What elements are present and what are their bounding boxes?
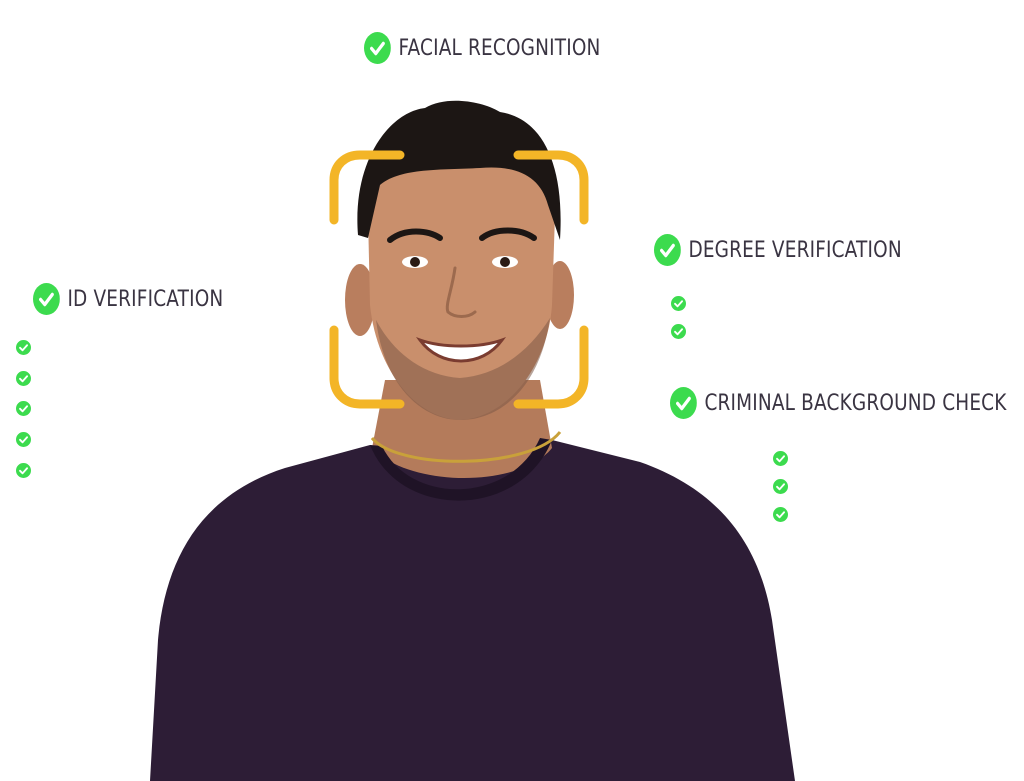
id-verification-heading: ID VERIFICATION (33, 283, 223, 315)
sweatshirt (150, 440, 795, 781)
check-circle-icon (654, 234, 681, 266)
check-circle-icon (364, 32, 391, 64)
frame-corner-top-left-icon (329, 150, 405, 225)
check-circle-icon (16, 463, 31, 478)
heading-label: FACIAL RECOGNITION (398, 35, 601, 61)
hair (357, 100, 561, 240)
eyebrow-right (479, 227, 537, 241)
frame-corner-bottom-right-icon (513, 325, 589, 409)
check-circle-icon (671, 296, 686, 311)
nose (445, 266, 477, 318)
frame-corner-bottom-left-icon (329, 325, 405, 409)
degree-verification-heading: DEGREE VERIFICATION (654, 234, 902, 266)
check-circle-icon (670, 387, 697, 419)
check-circle-icon (16, 432, 31, 447)
check-circle-icon (773, 479, 788, 494)
heading-label: DEGREE VERIFICATION (688, 237, 902, 263)
criminal-background-check-heading: CRIMINAL BACKGROUND CHECK (670, 387, 1007, 419)
check-circle-icon (671, 324, 686, 339)
mouth (415, 336, 507, 363)
facial-recognition-heading: FACIAL RECOGNITION (364, 32, 601, 64)
beard-shadow (376, 318, 550, 420)
check-circle-icon (16, 340, 31, 355)
heading-label: CRIMINAL BACKGROUND CHECK (704, 390, 1007, 416)
ear-right (546, 261, 574, 329)
check-circle-icon (16, 371, 31, 386)
check-circle-icon (16, 401, 31, 416)
frame-corner-top-right-icon (513, 150, 589, 225)
necklace (370, 431, 562, 463)
eyebrow-left (387, 228, 443, 243)
check-circle-icon (773, 451, 788, 466)
collar (370, 438, 552, 501)
ear-left (345, 264, 375, 336)
neck (372, 380, 552, 478)
check-circle-icon (33, 283, 60, 315)
check-circle-icon (773, 507, 788, 522)
heading-label: ID VERIFICATION (67, 286, 224, 312)
face (368, 142, 555, 420)
